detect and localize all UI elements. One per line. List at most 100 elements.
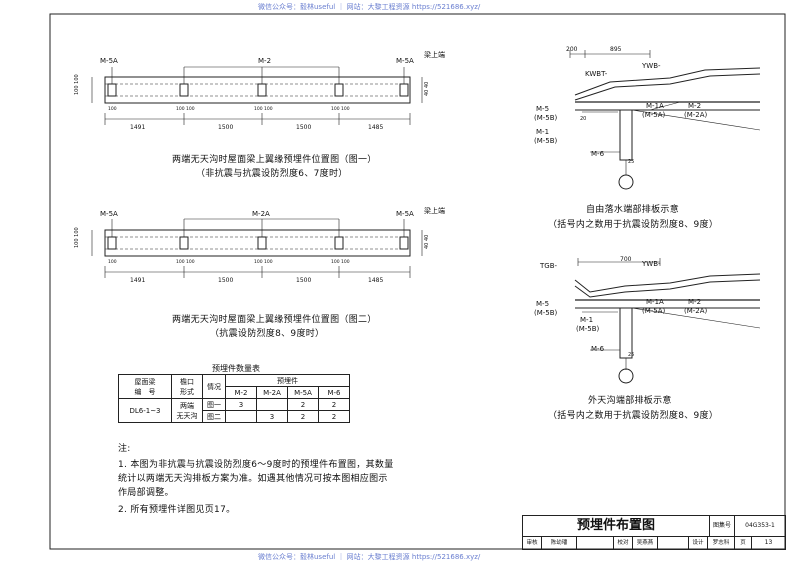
table-row2-m2a: 3 <box>256 410 288 423</box>
fig1-dim-2: 1500 <box>218 124 234 131</box>
table-head-beam: 屋面梁 <box>134 377 156 386</box>
detail1-label-20: 20 <box>580 116 587 122</box>
fig1-label-beam-end: 梁上端 <box>424 51 445 59</box>
table-beam-no: DL6-1~3 <box>118 398 172 423</box>
fig2-dim-4: 1485 <box>368 277 384 284</box>
fig2-dim-1: 1491 <box>130 277 146 284</box>
svg-text:100 100: 100 100 <box>331 259 350 265</box>
detail1-dim-895: 895 <box>610 46 622 53</box>
detail2-label-m6: M-6 <box>591 345 605 353</box>
svg-text:100: 100 <box>108 259 117 265</box>
table-head-eave: 檐口 <box>180 377 194 386</box>
detail1-label-m2a: (M-2A) <box>684 111 708 119</box>
svg-text:100: 100 <box>108 106 117 112</box>
detail2-label-m1a: M-1A <box>646 298 664 306</box>
table-row2-case: 图二 <box>202 410 226 423</box>
detail2-subcaption: （括号内之数用于抗震设防烈度8、9度） <box>548 411 719 421</box>
detail1-label-m1a: M-1A <box>646 102 664 110</box>
svg-text:100 100: 100 100 <box>331 106 350 112</box>
title-block-reviewer: 陈幼璠 <box>542 537 577 549</box>
table-head-case: 情况 <box>202 374 226 399</box>
detail1-label-kwbt: KWBT- <box>585 70 608 78</box>
table-col-m6: M-6 <box>318 386 350 399</box>
fig1-dim-1: 1491 <box>130 124 146 131</box>
table-head-eave2: 形式 <box>180 387 194 396</box>
fig1-label-m5a-left: M-5A <box>100 57 118 65</box>
fig2-label-m5a-left: M-5A <box>100 210 118 218</box>
table-row2-m2 <box>225 410 257 423</box>
table-row2-m5a: 2 <box>287 410 319 423</box>
table-head-embed: 预埋件 <box>225 374 350 387</box>
fig1-label-m5a-right: M-5A <box>396 57 414 65</box>
detail2-drawing <box>574 258 761 384</box>
fig1-dim-4: 1485 <box>368 124 384 131</box>
table-eave-form2: 无天沟 <box>176 411 198 420</box>
table-row1-m5a: 2 <box>287 398 319 411</box>
detail2-label-m5b-2: (M-5B) <box>576 325 600 333</box>
title-block-check-label: 校对 <box>614 537 633 549</box>
fig2-label-m2a: M-2A <box>252 210 270 218</box>
detail1-label-ywb: YWB- <box>642 62 661 70</box>
fig2-label-m5a-right: M-5A <box>396 210 414 218</box>
table-row1-case: 图一 <box>202 398 226 411</box>
fig1-label-m2: M-2 <box>258 57 272 65</box>
detail2-label-m5a: (M-5A) <box>642 307 666 315</box>
svg-text:40 40: 40 40 <box>424 235 430 249</box>
detail1-drawing <box>569 50 761 190</box>
detail2-caption: 外天沟端部排板示意 <box>588 396 672 406</box>
detail2-label-m2a: (M-2A) <box>684 307 708 315</box>
detail2-label-tgb: TGB- <box>540 262 558 270</box>
svg-text:100 100: 100 100 <box>254 259 273 265</box>
notes-line-1: 1. 本图为非抗震与抗震设防烈度6～9度时的预埋件布置图，其数量 <box>118 460 394 470</box>
svg-text:100 100: 100 100 <box>176 106 195 112</box>
fig1-dim-3: 1500 <box>296 124 312 131</box>
title-block-checker: 吴燕燕 <box>633 537 658 549</box>
detail1-subcaption: （括号内之数用于抗震设防烈度8、9度） <box>548 220 719 230</box>
fig2-label-beam-end: 梁上端 <box>424 207 445 215</box>
title-block: 预埋件布置图 图集号 04G353-1 审核 陈幼璠 校对 吴燕燕 设计 罗志科… <box>522 515 786 550</box>
title-block-design-label: 设计 <box>689 537 708 549</box>
detail2-label-m2: M-2 <box>688 298 702 306</box>
svg-text:100 100: 100 100 <box>254 106 273 112</box>
watermark-bottom: 微信公众号：毅林useful ｜ 网站：大黎工程资源 https://52168… <box>258 553 481 561</box>
title-block-page-label: 页 <box>735 537 752 549</box>
title-block-review-label: 审核 <box>523 537 542 549</box>
fig2-dim-3: 1500 <box>296 277 312 284</box>
svg-text:100 100: 100 100 <box>176 259 195 265</box>
detail1-label-m5a: (M-5A) <box>642 111 666 119</box>
table-row1-m2: 3 <box>225 398 257 411</box>
detail2-label-m1: M-1 <box>580 316 594 324</box>
table-col-m5a: M-5A <box>287 386 319 399</box>
detail1-dim-200: 200 <box>566 46 578 53</box>
table-row1-m2a <box>256 398 288 411</box>
detail1-label-m5b: (M-5B) <box>534 114 558 122</box>
table-title: 预埋件数量表 <box>212 364 260 373</box>
fig2-subcaption: （抗震设防烈度8、9度时） <box>210 329 325 339</box>
title-block-page-no: 13 <box>764 539 773 546</box>
fig1-beam-drawing: 100 100 40 40 100 100 100 100 100 100 10… <box>74 66 430 125</box>
detail2-label-m5b: (M-5B) <box>534 309 558 317</box>
title-block-title: 预埋件布置图 <box>523 516 710 537</box>
fig2-beam-drawing: 100 100 40 40 100 100 100 100 100 100 10… <box>74 218 430 278</box>
table-col-m2: M-2 <box>225 386 257 399</box>
detail1-label-m5: M-5 <box>536 105 550 113</box>
table-eave-form: 两端 <box>180 401 194 410</box>
detail1-label-m6: M-6 <box>591 150 605 158</box>
table-row2-m6: 2 <box>318 410 350 423</box>
detail1-label-m2: M-2 <box>688 102 702 110</box>
svg-text:100 100: 100 100 <box>74 74 80 95</box>
table-row1-m6: 2 <box>318 398 350 411</box>
detail2-label-m5: M-5 <box>536 300 550 308</box>
table-col-m2a: M-2A <box>256 386 288 399</box>
fig2-caption: 两端无天沟时屋面梁上翼缘预埋件位置图（图二） <box>172 315 377 325</box>
notes-line-3: 作局部调整。 <box>118 488 174 498</box>
quantity-table: 屋面梁编 号 檐口形式 情况 预埋件 M-2 M-2A M-5A M-6 DL6… <box>118 374 350 423</box>
svg-text:100 100: 100 100 <box>74 227 80 248</box>
detail1-label-m5b-2: (M-5B) <box>534 137 558 145</box>
fig1-caption: 两端无天沟时屋面梁上翼缘预埋件位置图（图一） <box>172 155 377 165</box>
title-block-atlas-no: 04G353-1 <box>735 516 785 537</box>
fig1-subcaption: （非抗震与抗震设防烈度6、7度时） <box>196 169 348 179</box>
fig2-dim-2: 1500 <box>218 277 234 284</box>
table-head-beam2: 编 号 <box>134 387 156 396</box>
